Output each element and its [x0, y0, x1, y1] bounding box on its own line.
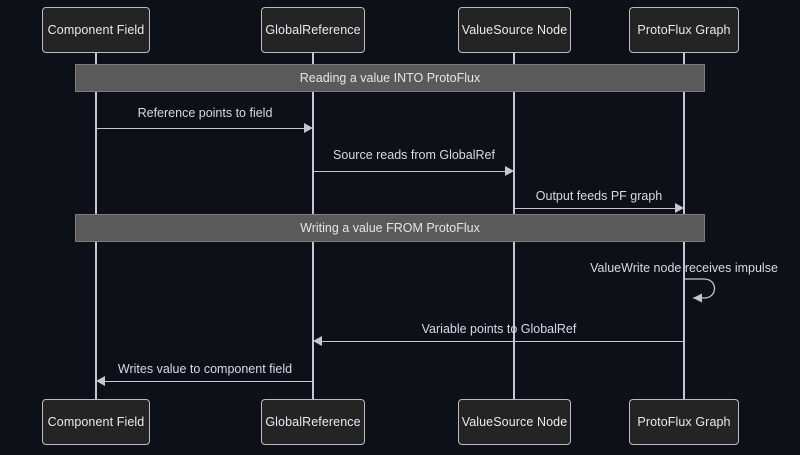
message-label: Source reads from GlobalRef [333, 148, 495, 162]
participant-label: ValueSource Node [461, 415, 568, 429]
message-line [322, 341, 684, 342]
participant-box-globalreference-top[interactable]: GlobalReference [261, 7, 365, 53]
message-label: Writes value to component field [117, 362, 293, 376]
participant-box-protoflux-graph-top[interactable]: ProtoFlux Graph [629, 7, 739, 53]
message-line [514, 208, 675, 209]
message-line [313, 171, 505, 172]
message-label: Variable points to GlobalRef [421, 322, 577, 336]
participant-box-component-field-bottom[interactable]: Component Field [42, 399, 150, 445]
participant-box-component-field-top[interactable]: Component Field [42, 7, 150, 53]
message-label: Reference points to field [137, 106, 273, 120]
participant-label: GlobalReference [265, 415, 361, 429]
participant-label: ProtoFlux Graph [637, 415, 731, 429]
participant-label: ValueSource Node [461, 23, 568, 37]
participant-box-valuesource-node-bottom[interactable]: ValueSource Node [458, 399, 571, 445]
self-loop-arrow [684, 278, 716, 303]
arrow-head-icon [675, 203, 684, 213]
message-label: Output feeds PF graph [535, 189, 663, 203]
section-bar-label: Reading a value INTO ProtoFlux [299, 71, 481, 85]
section-bar-writing: Writing a value FROM ProtoFlux [75, 214, 705, 242]
participant-box-globalreference-bottom[interactable]: GlobalReference [261, 399, 365, 445]
participant-box-valuesource-node-top[interactable]: ValueSource Node [458, 7, 571, 53]
arrow-head-icon [505, 166, 514, 176]
self-message-label: ValueWrite node receives impulse [590, 261, 778, 275]
participant-label: Component Field [47, 415, 145, 429]
arrow-head-icon [313, 336, 322, 346]
section-bar-label: Writing a value FROM ProtoFlux [300, 221, 480, 235]
message-line [96, 128, 304, 129]
participant-label: Component Field [47, 23, 145, 37]
message-line [105, 381, 313, 382]
participant-label: GlobalReference [265, 23, 361, 37]
participant-box-protoflux-graph-bottom[interactable]: ProtoFlux Graph [629, 399, 739, 445]
participant-label: ProtoFlux Graph [637, 23, 731, 37]
section-bar-reading: Reading a value INTO ProtoFlux [75, 64, 705, 92]
arrow-head-icon [96, 376, 105, 386]
arrow-head-icon [304, 123, 313, 133]
